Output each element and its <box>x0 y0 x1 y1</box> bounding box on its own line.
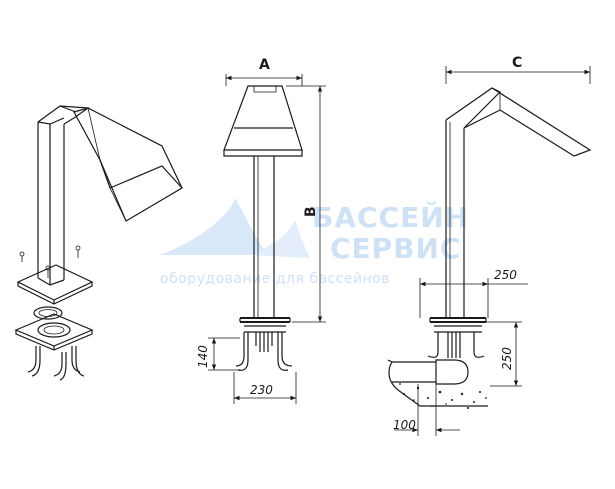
watermark-tagline: оборудование для бассейнов <box>160 271 390 287</box>
dim-100: 100 <box>393 418 416 432</box>
side-view: C 250 <box>387 55 592 436</box>
wave-logo-icon <box>160 198 268 255</box>
concrete-hatch <box>399 383 487 409</box>
watermark-brand-line2: СЕРВИС <box>330 232 462 265</box>
dim-letter-b: B <box>303 206 319 217</box>
isometric-view <box>14 105 183 381</box>
watermark: БАССЕЙН СЕРВИС оборудование для бассейно… <box>160 198 469 287</box>
dim-140: 140 <box>196 345 210 368</box>
watermark-brand-line1: БАССЕЙН <box>312 200 469 234</box>
dim-letter-c: C <box>512 55 522 71</box>
dim-250-horizontal: 250 <box>494 268 517 282</box>
dim-230: 230 <box>250 383 273 397</box>
dim-250-vertical: 250 <box>500 347 514 370</box>
wave-logo-icon-2 <box>250 220 310 258</box>
front-view: A B 140 230 <box>196 57 326 404</box>
dim-letter-a: A <box>259 57 270 73</box>
